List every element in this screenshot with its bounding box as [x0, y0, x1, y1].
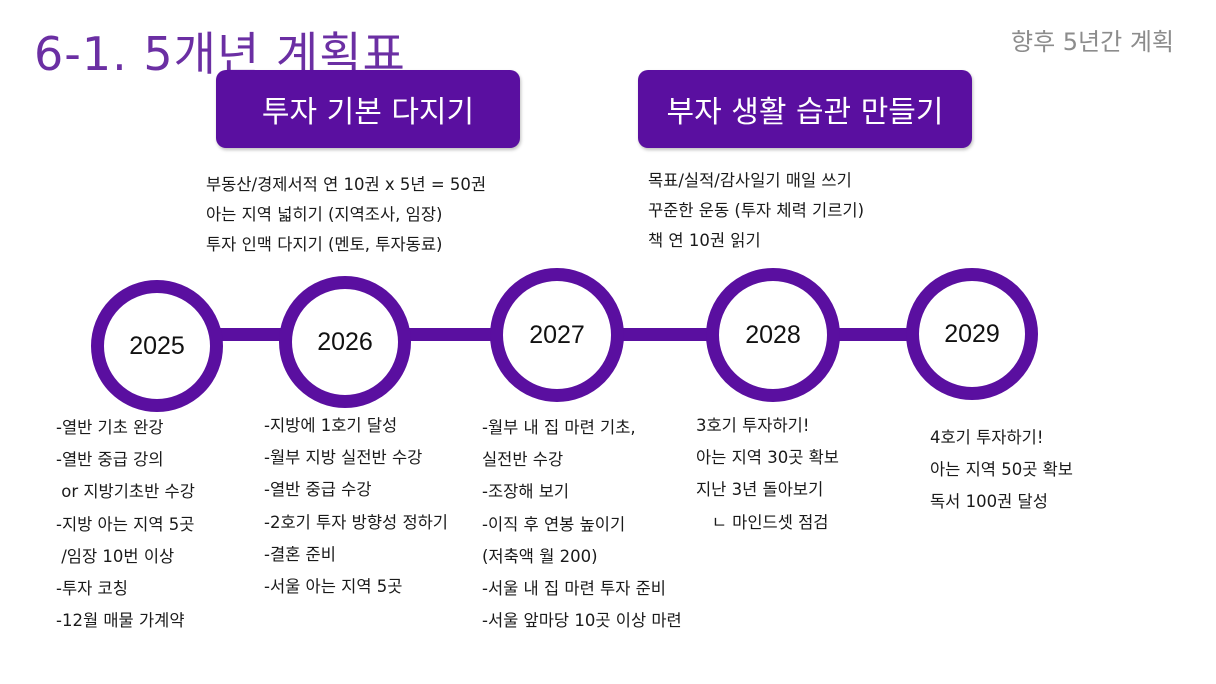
plan-item: 4호기 투자하기! — [930, 428, 1044, 447]
page-subtitle: 향후 5년간 계획 — [1010, 28, 1174, 56]
plan-item: (저축액 월 200) — [482, 546, 598, 566]
plan-item: -서울 내 집 마련 투자 준비 — [482, 579, 666, 599]
plan-item: 3호기 투자하기! — [696, 416, 810, 435]
year-node-2029: 2029 — [906, 268, 1038, 400]
year-plan-2026: -지방에 1호기 달성 -월부 지방 실전반 수강 -열반 중급 수강 -2호기… — [264, 410, 448, 603]
plan-item: -이직 후 연봉 높이기 — [482, 514, 626, 534]
plan-item: or 지방기초반 수강 — [56, 482, 195, 502]
year-node-2027: 2027 — [490, 268, 624, 402]
plan-item: -월부 내 집 마련 기초, — [482, 418, 636, 437]
phase-goal-item: 목표/실적/감사일기 매일 쓰기 — [648, 171, 852, 190]
plan-item: 아는 지역 30곳 확보 — [696, 448, 839, 468]
phase-goal-item: 부동산/경제서적 연 10권 x 5년 = 50권 — [206, 175, 487, 194]
plan-item: -12월 매물 가계약 — [56, 611, 185, 631]
plan-item: -지방 아는 지역 5곳 — [56, 514, 195, 534]
phase-goal-item: 아는 지역 넓히기 (지역조사, 임장) — [206, 205, 443, 224]
plan-item: 아는 지역 50곳 확보 — [930, 460, 1073, 480]
plan-item: 지난 3년 돌아보기 — [696, 480, 824, 500]
plan-item: 독서 100권 달성 — [930, 492, 1048, 512]
plan-item: -결혼 준비 — [264, 544, 336, 564]
plan-item: 실전반 수강 — [482, 450, 564, 470]
plan-item: -조장해 보기 — [482, 482, 570, 502]
plan-item: -2호기 투자 방향성 정하기 — [264, 512, 448, 532]
year-plan-2027: -월부 내 집 마련 기초, 실전반 수강 -조장해 보기 -이직 후 연봉 높… — [482, 412, 682, 637]
plan-item: -서울 아는 지역 5곳 — [264, 577, 403, 597]
phase-banner-basics: 투자 기본 다지기 — [216, 70, 520, 148]
plan-item: ㄴ 마인드셋 점검 — [696, 512, 829, 532]
plan-item: -열반 중급 수강 — [264, 480, 372, 500]
year-plan-2025: -열반 기초 완강 -열반 중급 강의 or 지방기초반 수강 -지방 아는 지… — [56, 412, 195, 637]
phase-goal-item: 책 연 10권 읽기 — [648, 231, 761, 250]
phase-goal-item: 투자 인맥 다지기 (멘토, 투자동료) — [206, 235, 443, 254]
year-plan-2029: 4호기 투자하기! 아는 지역 50곳 확보 독서 100권 달성 — [930, 422, 1073, 519]
year-node-2026: 2026 — [279, 276, 411, 408]
phase-banner-habits: 부자 생활 습관 만들기 — [638, 70, 972, 148]
plan-item: -열반 기초 완강 — [56, 418, 164, 437]
year-node-2028: 2028 — [706, 268, 840, 402]
plan-item: -서울 앞마당 10곳 이상 마련 — [482, 611, 682, 631]
phase-goals-basics: 부동산/경제서적 연 10권 x 5년 = 50권 아는 지역 넓히기 (지역조… — [206, 170, 486, 260]
year-node-2025: 2025 — [91, 280, 223, 412]
year-plan-2028: 3호기 투자하기! 아는 지역 30곳 확보 지난 3년 돌아보기 ㄴ 마인드셋… — [696, 410, 839, 539]
phase-goals-habits: 목표/실적/감사일기 매일 쓰기 꾸준한 운동 (투자 체력 기르기) 책 연 … — [648, 166, 864, 256]
plan-item: -열반 중급 강의 — [56, 450, 164, 470]
plan-item: -월부 지방 실전반 수강 — [264, 448, 423, 468]
plan-item: -투자 코칭 — [56, 579, 128, 599]
plan-item: /임장 10번 이상 — [56, 546, 175, 566]
plan-item: -지방에 1호기 달성 — [264, 416, 398, 435]
phase-goal-item: 꾸준한 운동 (투자 체력 기르기) — [648, 201, 865, 220]
